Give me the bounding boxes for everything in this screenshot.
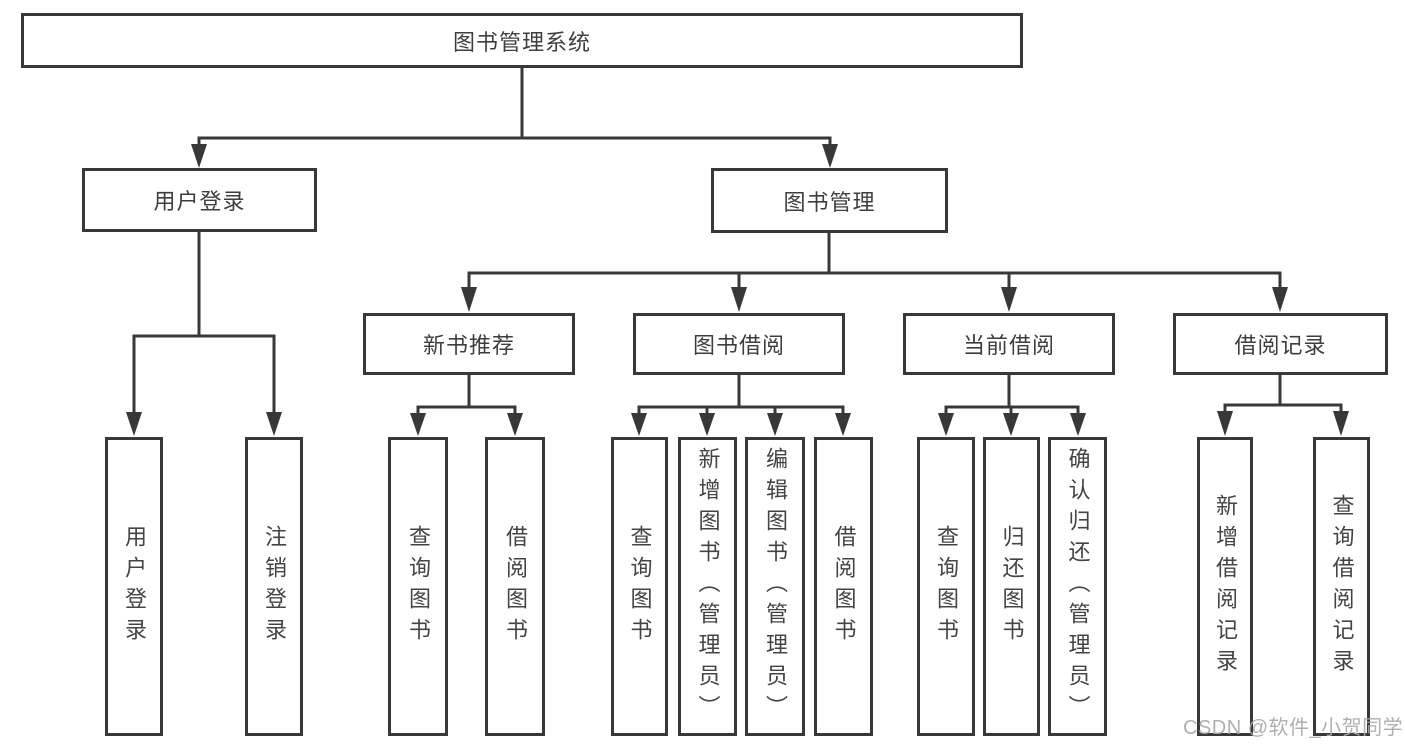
node-label: 查询图书 [627, 524, 653, 649]
node-label: 借阅图书 [503, 524, 528, 649]
node-label: 图书借阅 [692, 333, 785, 358]
node-label: 借阅图书 [831, 524, 857, 649]
node-leaf-add-books-admin: 新增图书（管理员） [678, 437, 737, 736]
node-current-borrowing: 当前借阅 [903, 313, 1115, 375]
node-leaf-query-books-recommend: 查询图书 [388, 437, 448, 736]
node-leaf-query-books-borrowing: 查询图书 [611, 437, 668, 736]
node-book-borrowing: 图书借阅 [633, 313, 845, 375]
node-label: 注销登录 [262, 524, 287, 649]
node-leaf-edit-books-admin: 编辑图书（管理员） [745, 437, 805, 736]
node-label: 确认归还（管理员） [1065, 447, 1091, 726]
node-root-system: 图书管理系统 [21, 13, 1023, 68]
node-leaf-borrow-books-recommend: 借阅图书 [485, 437, 545, 736]
node-user-login: 用户登录 [82, 168, 317, 232]
node-leaf-add-borrow-record: 新增借阅记录 [1197, 437, 1253, 736]
node-leaf-confirm-return-admin: 确认归还（管理员） [1048, 437, 1107, 736]
node-leaf-return-books: 归还图书 [983, 437, 1040, 736]
node-label: 查询借阅记录 [1329, 493, 1355, 680]
node-label: 编辑图书（管理员） [763, 447, 788, 726]
node-book-management: 图书管理 [711, 168, 948, 233]
node-leaf-borrow-books: 借阅图书 [814, 437, 873, 736]
node-borrowing-records: 借阅记录 [1173, 313, 1388, 375]
node-label: 归还图书 [999, 524, 1025, 649]
node-label: 用户登录 [153, 189, 246, 214]
node-label: 图书管理系统 [452, 29, 591, 55]
node-leaf-logout: 注销登录 [245, 437, 303, 736]
node-label: 查询图书 [406, 524, 431, 649]
node-label: 当前借阅 [962, 333, 1055, 358]
node-leaf-user-login: 用户登录 [105, 437, 163, 736]
csdn-watermark: CSDN @软件_小贺同学 [1183, 717, 1404, 739]
node-label: 查询图书 [934, 524, 959, 649]
node-label: 图书管理 [783, 189, 876, 215]
node-label: 新书推荐 [422, 333, 515, 358]
node-new-book-recommend: 新书推荐 [363, 313, 575, 375]
node-label: 新增图书（管理员） [695, 447, 721, 726]
node-label: 用户登录 [122, 524, 147, 649]
node-leaf-query-borrow-record: 查询借阅记录 [1313, 437, 1370, 736]
node-leaf-query-books-current: 查询图书 [917, 437, 975, 736]
node-label: 借阅记录 [1234, 333, 1327, 358]
node-label: 新增借阅记录 [1213, 493, 1238, 680]
